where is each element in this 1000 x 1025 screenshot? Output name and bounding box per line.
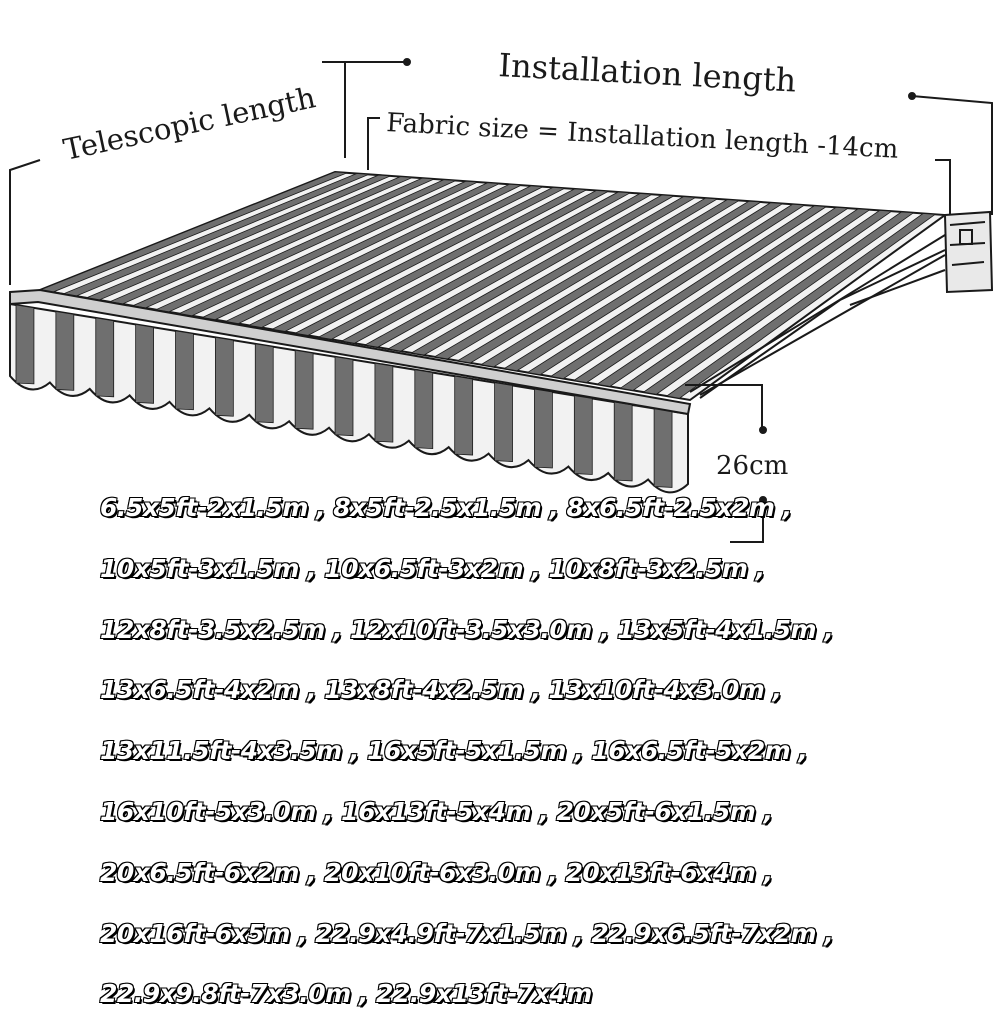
valance-height-bracket [685, 384, 767, 543]
canopy-stripe [479, 200, 763, 368]
awning-diagram: Installation length Telescopic length Fa… [9, 46, 994, 543]
canopy-stripe [526, 203, 806, 376]
canopy-stripe [387, 194, 676, 352]
canopy-stripe [596, 208, 872, 387]
canopy-stripe [270, 186, 567, 332]
wall-bracket [943, 210, 994, 294]
valance-stripe [454, 375, 474, 456]
valance-stripe [135, 323, 154, 404]
size-line: 20x6.5ft-6x2m , 20x10ft-6x3.0m , 20x13ft… [99, 857, 774, 888]
valance-stripe [573, 395, 593, 475]
canopy-stripe [363, 193, 654, 348]
size-line: 12x8ft-3.5x2.5m , 12x10ft-3.5x3.0m , 13x… [99, 614, 835, 645]
valance-stripe [254, 343, 274, 424]
canopy-stripe [224, 183, 523, 325]
canopy-stripe [410, 196, 697, 356]
canopy-stripe [619, 209, 893, 391]
valance-stripe [55, 310, 75, 391]
canopy-stripe [572, 206, 850, 383]
size-line: 16x10ft-5x3.0m , 16x13ft-5x4m , 20x5ft-6… [99, 796, 774, 827]
canopy-stripe [433, 197, 719, 360]
fabric-size-label: Fabric size = Installation length -14cm [386, 108, 899, 165]
canopy-stripe [201, 182, 502, 321]
valance-stripe [294, 349, 314, 430]
valance-stripe [534, 388, 553, 469]
valance-stripe [414, 369, 434, 450]
size-line: 10x5ft-3x1.5m , 10x6.5ft-3x2m , 10x8ft-3… [99, 553, 766, 584]
canopy-stripe [642, 211, 915, 395]
canopy-stripe [456, 199, 741, 364]
awning-canopy [36, 170, 948, 402]
valance-stripe [653, 408, 673, 488]
valance-stripe [494, 382, 513, 462]
telescopic-length-bracket [9, 159, 41, 285]
folding-arms [689, 234, 946, 399]
canopy-stripe [317, 190, 610, 340]
awning-valance [9, 302, 689, 494]
valance-stripe [175, 330, 194, 411]
valance-height-label: 26cm [716, 451, 788, 481]
valance-stripe [334, 356, 354, 437]
size-line: 20x16ft-6x5m , 22.9x4.9ft-7x1.5m , 22.9x… [99, 918, 835, 949]
canopy-stripe [340, 191, 632, 344]
canopy-stripe [503, 202, 784, 372]
canopy-stripe [247, 185, 545, 328]
size-line: 13x11.5ft-4x3.5m , 16x5ft-5x1.5m , 16x6.… [99, 735, 809, 766]
size-line: 22.9x9.8ft-7x3.0m , 22.9x13ft-7x4m [99, 978, 593, 1009]
canopy-stripe [549, 205, 828, 380]
valance-stripe [214, 336, 234, 417]
size-line: 6.5x5ft-2x1.5m , 8x5ft-2.5x1.5m , 8x6.5f… [99, 492, 793, 523]
installation-length-right-tick [908, 92, 993, 215]
fabric-size-bracket [367, 117, 951, 215]
valance-stripe [15, 304, 35, 385]
valance-stripe [613, 401, 633, 482]
size-line: 13x6.5ft-4x2m , 13x8ft-4x2.5m , 13x10ft-… [99, 674, 783, 705]
valance-stripe [95, 317, 115, 398]
valance-stripe [374, 362, 394, 443]
installation-length-label: Installation length [498, 46, 798, 100]
canopy-stripe [665, 213, 937, 399]
canopy-stripe [294, 188, 589, 336]
available-sizes-list: 6.5x5ft-2x1.5m , 8x5ft-2.5x1.5m , 8x6.5f… [99, 478, 980, 1025]
telescopic-length-label: Telescopic length [60, 80, 318, 167]
front-bar [9, 288, 692, 416]
installation-length-left-tick [322, 58, 411, 158]
